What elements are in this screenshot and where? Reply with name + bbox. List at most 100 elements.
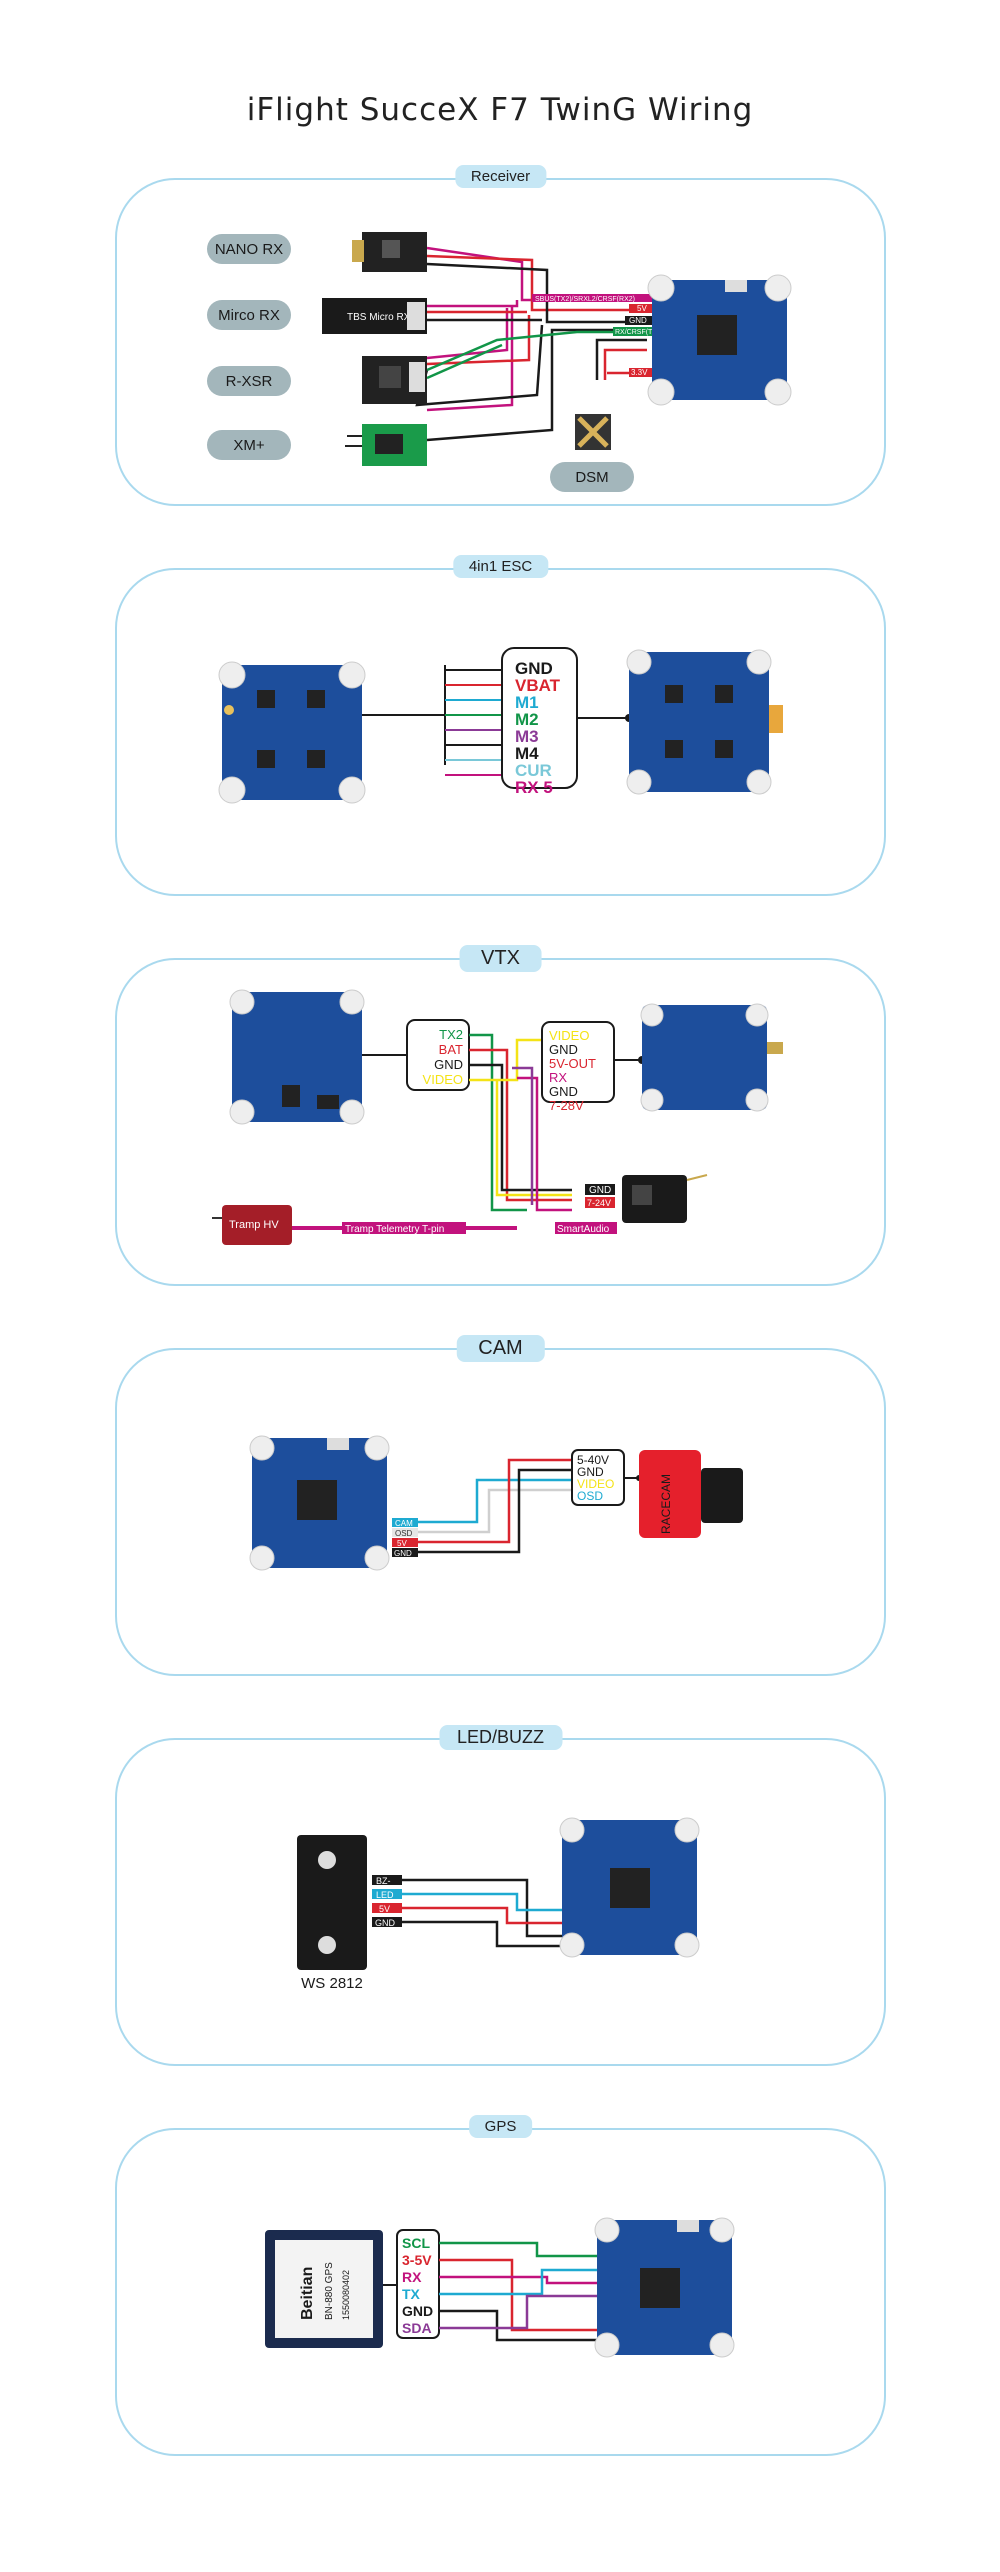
label-5v: 5V	[637, 304, 647, 313]
label-bg	[625, 316, 657, 325]
wire-black	[426, 328, 652, 442]
wire-cyan	[418, 1478, 572, 1524]
section-tag-esc: 4in1 ESC	[452, 555, 549, 578]
wire-cyan	[439, 2268, 597, 2296]
cam-gnd: GND	[589, 1185, 611, 1196]
wire-green	[469, 1033, 527, 1212]
esc-m2: M2	[515, 710, 539, 729]
led-label: LED	[376, 1890, 394, 1900]
page-title: iFlight SucceX F7 TwinG Wiring	[246, 92, 754, 128]
wire-purple	[439, 2294, 597, 2330]
xm-module	[345, 424, 427, 466]
cam-724-tag	[585, 1197, 615, 1208]
fc-osd-tag	[392, 1528, 418, 1537]
cam-video: VIDEO	[577, 1477, 614, 1491]
esc-cur: CUR	[515, 761, 552, 780]
wire-black	[426, 262, 652, 324]
label-crsf: RX/CRSF(TX)	[615, 329, 659, 336]
fc-bat: BAT	[439, 1042, 463, 1057]
gps-pin-box	[396, 2229, 440, 2339]
fc-board	[249, 1435, 390, 1571]
wire-magenta	[426, 308, 509, 360]
section-receiver: Receiver SBUS(TX2)/SRXL2/CRSF(RX2) 5V	[115, 165, 886, 506]
tramp-brand: Tramp HV	[229, 1219, 279, 1231]
tramp-label-bg	[342, 1222, 466, 1234]
wire-red	[426, 254, 652, 312]
wire-red	[469, 1048, 572, 1202]
ws2812-board	[297, 1835, 367, 1970]
wire-black	[595, 338, 647, 380]
wire-black	[439, 2309, 597, 2342]
mirco-rx-module: TBS Micro RX	[322, 298, 427, 334]
esc-rx5: RX 5	[515, 778, 553, 797]
cam-gnd-tag	[585, 1184, 615, 1195]
led-tag	[372, 1889, 402, 1899]
fc-board	[559, 1817, 700, 1958]
vtx-board	[640, 1003, 783, 1112]
gps-brand: Beitian	[299, 2267, 316, 2320]
wire-magenta	[517, 1076, 572, 1212]
dsm-module	[575, 414, 611, 450]
nano-rx-label: NANO RX	[215, 241, 283, 258]
gps-gnd: GND	[402, 2303, 433, 2319]
label-bg	[532, 294, 657, 302]
gnd-tag	[372, 1917, 402, 1927]
section-gps: GPS Beitian BN-880 GPS 1550080402 SCL 3-…	[115, 2115, 886, 2456]
label-bg	[629, 368, 657, 377]
gps-serial: 1550080402	[341, 2270, 351, 2320]
tramp-telemetry-label: Tramp Telemetry T-pin	[345, 1224, 444, 1235]
racecam-brand: RACECAM	[659, 1474, 673, 1534]
section-vtx: VTX TX2 BAT GND VIDEO VIDEO GND 5V-O	[115, 945, 886, 1286]
label-33v: 3.3V	[631, 368, 648, 377]
wire-magenta	[439, 2275, 597, 2285]
wire-green	[439, 2241, 597, 2258]
dsm-label: DSM	[575, 469, 608, 486]
section-tag-gps: GPS	[468, 2115, 533, 2138]
gnd-label: GND	[375, 1918, 396, 1928]
esc-m3: M3	[515, 727, 539, 746]
fc-5v-tag	[392, 1538, 418, 1547]
wire-cyan	[402, 1892, 562, 1912]
fc-board	[229, 989, 365, 1125]
vtx-pin-box	[541, 1021, 615, 1103]
gps-rx: RX	[402, 2269, 422, 2285]
pill-xm	[207, 430, 291, 460]
vtx-gnd: GND	[549, 1042, 578, 1057]
fc-video: VIDEO	[423, 1072, 463, 1087]
esc-4in1-board	[626, 649, 783, 795]
label-sbus: SBUS(TX2)/SRXL2/CRSF(RX2)	[535, 296, 635, 303]
esc-board	[218, 661, 366, 804]
fc-tx2: TX2	[439, 1027, 463, 1042]
fc-cam-tag	[392, 1518, 418, 1527]
bz-label: BZ-	[376, 1876, 391, 1886]
wire-red	[402, 1906, 562, 1925]
fc-pin-box	[406, 1019, 470, 1091]
section-tag-vtx: VTX	[459, 945, 542, 972]
rxsr-label: R-XSR	[226, 373, 273, 390]
wire-red	[603, 348, 647, 380]
racecam-camera: RACECAM	[639, 1450, 743, 1538]
wire-black	[402, 1878, 562, 1938]
vtx-5vout: 5V-OUT	[549, 1056, 596, 1071]
esc-m1: M1	[515, 693, 539, 712]
pill-mirco	[207, 300, 291, 330]
gps-tx: TX	[402, 2286, 421, 2302]
wire-black	[418, 1468, 572, 1554]
cam-gnd: GND	[577, 1465, 604, 1479]
fc-osd: OSD	[395, 1529, 413, 1538]
label-bg	[613, 327, 657, 336]
fc-5v: 5V	[397, 1539, 407, 1548]
cam-540: 5-40V	[577, 1453, 609, 1467]
wire-black	[402, 1920, 562, 1948]
wire-white	[418, 1488, 572, 1534]
section-tag-led: LED/BUZZ	[438, 1725, 563, 1750]
vtx-video: VIDEO	[549, 1028, 589, 1043]
vtx-rx: RX	[549, 1070, 567, 1085]
esc-m4: M4	[515, 744, 539, 763]
fc-cam: CAM	[395, 1519, 413, 1528]
label-bg	[629, 304, 657, 313]
fc-board	[594, 2217, 735, 2358]
cam-osd: OSD	[577, 1489, 603, 1503]
tramp-hv-module: Tramp HV	[212, 1205, 292, 1245]
5v-tag	[372, 1903, 402, 1913]
